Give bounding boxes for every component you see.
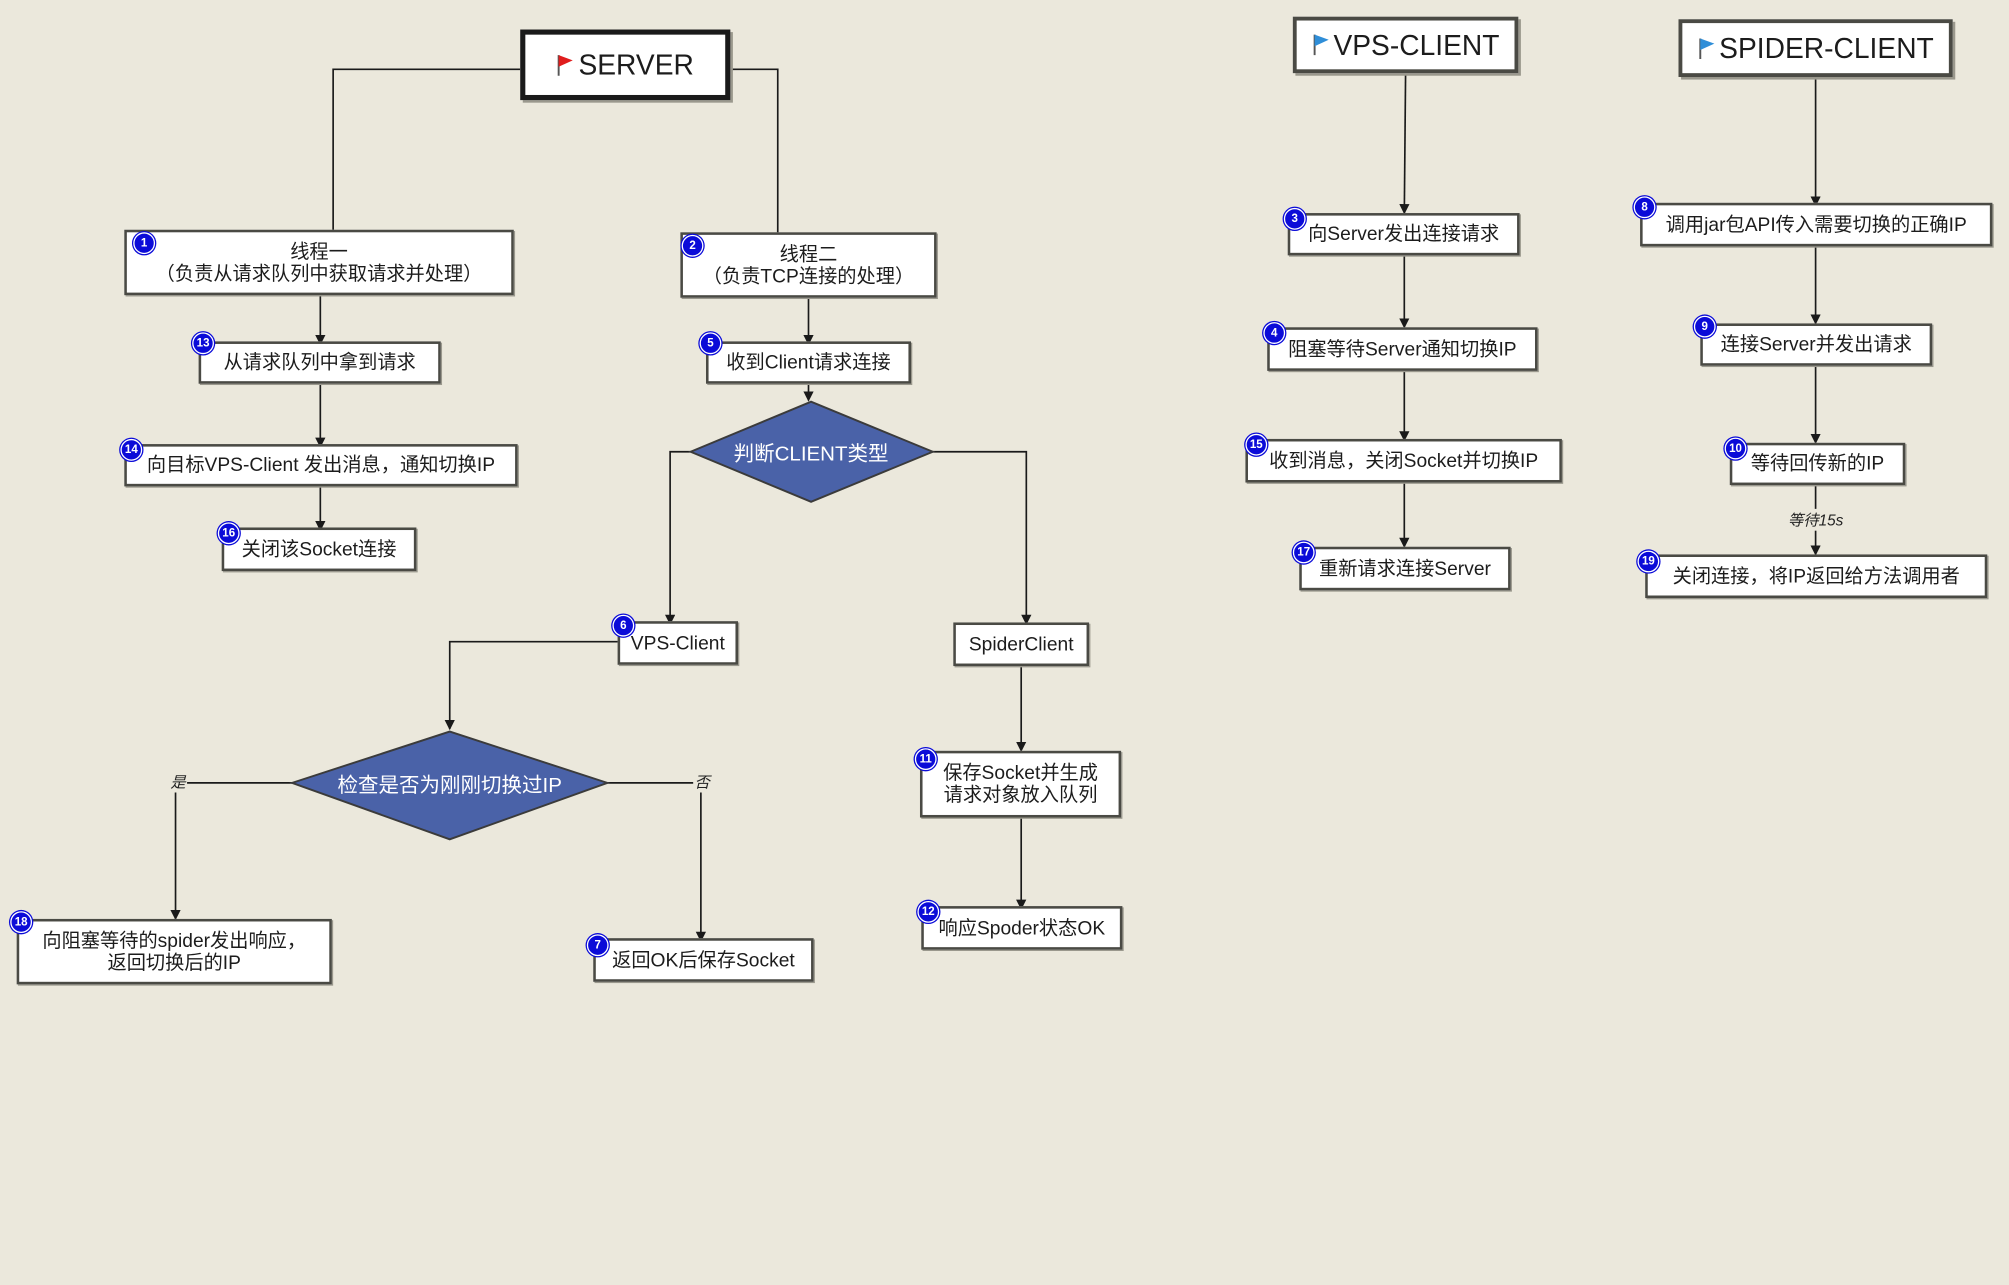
connectors (170, 68, 1821, 943)
step-7-label: 返回OK后保存Socket (612, 949, 795, 971)
step-9-label: 连接Server并发出请求 (1720, 333, 1912, 356)
step-badge: 14 (120, 438, 143, 461)
step-badge: 13 (192, 332, 214, 355)
step-1-label: 线程一 （负责从请求队列中获取请求并处理） (155, 240, 483, 285)
step-4-node: 阻塞等待Server通知切换IP (1267, 327, 1538, 371)
step-18-label: 向阻塞等待的spider发出响应， 返回切换后的IP (42, 929, 307, 974)
step-badge: 2 (681, 234, 704, 257)
edge-d2-18 (170, 782, 293, 921)
server-header: SERVER (520, 29, 731, 101)
step-badge: 5 (699, 332, 722, 355)
spider-client-title: SPIDER-CLIENT (1719, 32, 1934, 65)
step-badge: 18 (10, 911, 33, 934)
edge-d1-spider (932, 450, 1032, 626)
step-badge: 7 (586, 934, 609, 957)
edge-vps-3 (1399, 73, 1410, 215)
spider-client-header: SPIDER-CLIENT (1678, 19, 1953, 78)
step-6-label: VPS-Client (630, 632, 725, 654)
edge-server-thread1 (332, 68, 521, 232)
step-14-node: 向目标VPS-Client 发出消息，通知切换IP (124, 444, 518, 487)
step-13-node: 从请求队列中拿到请求 (198, 341, 441, 384)
decision-client-type-label: 判断CLIENT类型 (733, 444, 889, 466)
decision-diamond-recent-switch (289, 730, 611, 841)
decision-recent-switch-label: 检查是否为刚刚切换过IP (337, 775, 562, 797)
blue-flag-icon (1313, 34, 1329, 56)
step-14-label: 向目标VPS-Client 发出消息，通知切换IP (146, 454, 496, 477)
step-badge: 15 (1245, 433, 1268, 456)
step-badge: 6 (612, 614, 635, 637)
step-19-node: 关闭连接，将IP返回给方法调用者 (1645, 554, 1988, 599)
wait-label: 等待15s (1786, 508, 1845, 531)
step-5-node: 收到Client请求连接 (705, 341, 912, 384)
step-2-label: 线程二 （负责TCP连接的处理） (702, 243, 915, 287)
spider-client-node: SpiderClient (953, 622, 1090, 667)
step-badge: 1 (133, 232, 156, 255)
server-title: SERVER (578, 48, 694, 81)
vps-client-title: VPS-CLIENT (1333, 28, 1500, 61)
step-11-label: 保存Socket并生成 请求对象放入队列 (943, 762, 1098, 806)
yes-label: 是 (169, 770, 188, 793)
step-16-label: 关闭该Socket连接 (241, 538, 397, 561)
step-4-label: 阻塞等待Server通知切换IP (1288, 338, 1517, 360)
step-badge: 12 (917, 900, 940, 923)
step-7-node: 返回OK后保存Socket (593, 938, 814, 982)
step-18-node: 向阻塞等待的spider发出响应， 返回切换后的IP (16, 918, 332, 985)
step-3-node: 向Server发出连接请求 (1287, 213, 1520, 256)
step-15-label: 收到消息，关闭Socket并切换IP (1269, 449, 1539, 472)
step-badge: 17 (1292, 541, 1315, 564)
step-15-node: 收到消息，关闭Socket并切换IP (1245, 438, 1562, 483)
step-1-thread-one: 线程一 （负责从请求队列中获取请求并处理） (124, 229, 514, 296)
step-badge: 10 (1724, 437, 1747, 460)
step-3-label: 向Server发出连接请求 (1308, 223, 1500, 246)
step-10-label: 等待回传新的IP (1750, 453, 1885, 475)
step-9-node: 连接Server并发出请求 (1700, 323, 1933, 366)
edge-d2-7 (607, 782, 706, 943)
step-badge: 4 (1263, 322, 1286, 344)
step-12-node: 响应Spoder状态OK (921, 906, 1123, 950)
step-8-node: 调用jar包API传入需要切换的正确IP (1640, 202, 1993, 247)
step-11-node: 保存Socket并生成 请求对象放入队列 (919, 750, 1122, 818)
step-17-node: 重新请求连接Server (1299, 546, 1511, 591)
blue-flag-icon (1699, 37, 1715, 59)
step-13-label: 从请求队列中拿到请求 (223, 351, 416, 374)
edge-d1-6 (664, 450, 691, 626)
red-flag-icon (558, 54, 574, 76)
step-badge: 3 (1283, 207, 1306, 230)
step-badge: 11 (914, 748, 937, 771)
vps-client-header: VPS-CLIENT (1292, 16, 1519, 74)
step-2-thread-two: 线程二 （负责TCP连接的处理） (680, 232, 937, 298)
step-12-label: 响应Spoder状态OK (938, 916, 1106, 939)
step-5-label: 收到Client请求连接 (726, 351, 891, 374)
step-badge: 16 (217, 522, 240, 545)
step-6-vps-client: VPS-Client (617, 621, 739, 665)
spider-client-label: SpiderClient (968, 633, 1074, 656)
step-badge: 19 (1637, 550, 1660, 573)
step-badge: 8 (1633, 196, 1656, 219)
step-badge: 9 (1693, 315, 1716, 338)
no-label: 否 (693, 770, 712, 793)
step-10-node: 等待回传新的IP (1729, 442, 1906, 486)
step-19-label: 关闭连接，将IP返回给方法调用者 (1672, 565, 1960, 588)
edge-server-thread2 (730, 68, 779, 234)
step-17-label: 重新请求连接Server (1318, 557, 1491, 580)
edge-6-d2 (444, 640, 618, 731)
step-8-label: 调用jar包API传入需要切换的正确IP (1665, 213, 1967, 236)
decision-diamond-client-type (688, 400, 936, 503)
step-16-node: 关闭该Socket连接 (221, 527, 417, 572)
